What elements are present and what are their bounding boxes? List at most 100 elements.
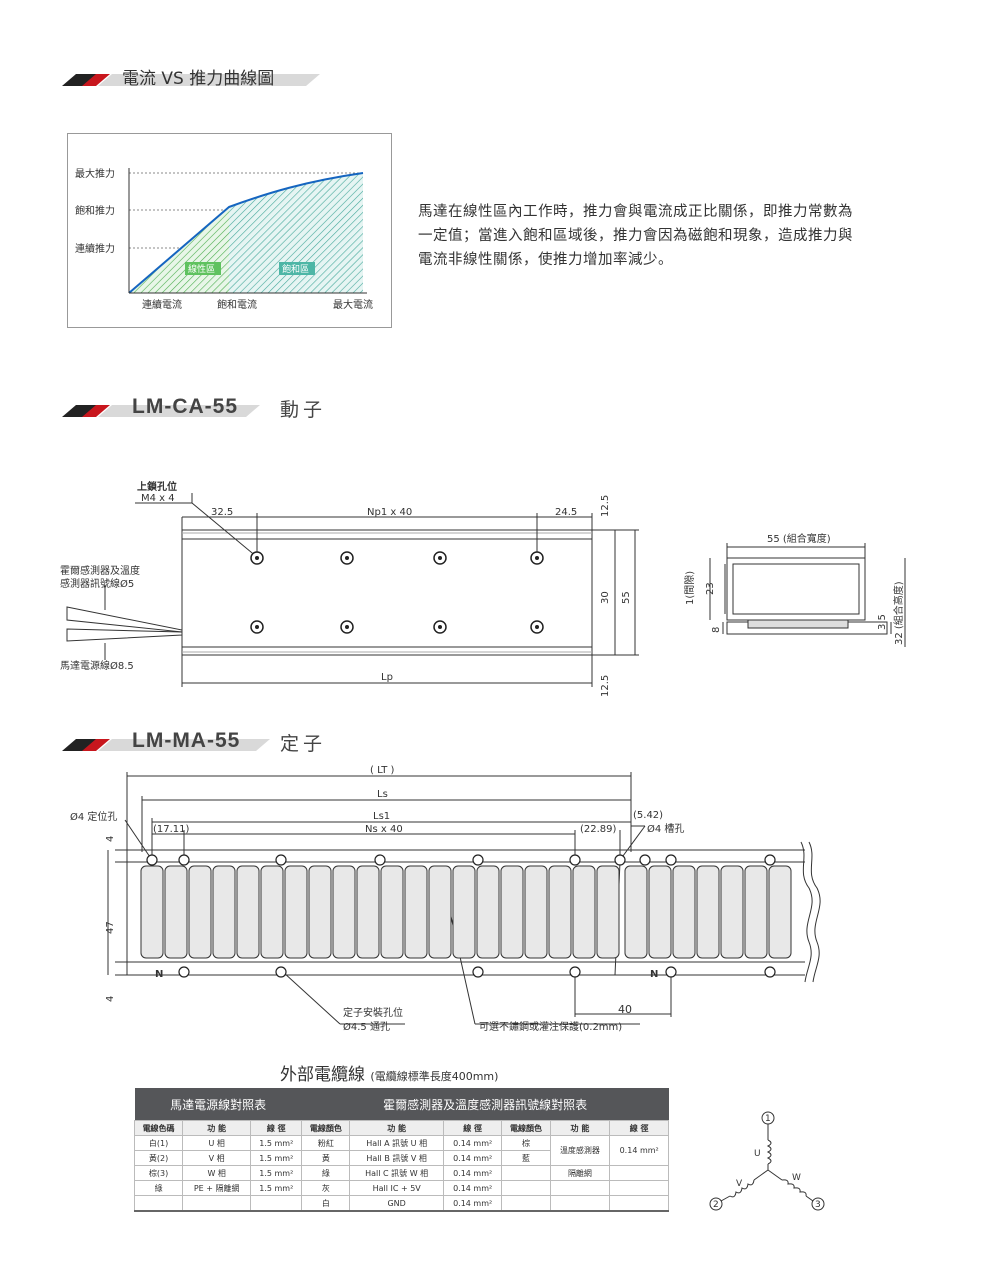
mounting-holes — [250, 551, 544, 634]
current-force-chart: 最大推力 飽和推力 連續推力 連續電流 飽和電流 最大電流 線性區 飽和區 — [67, 133, 392, 328]
description-line: 一定值；當進入飽和區域後，推力會因為磁飽和現象，造成推力與 — [418, 228, 853, 244]
mover-drawing: 上鎖孔位 M4 x 4 32.5 Np1 x 40 24.5 Lp 霍爾感測器及… — [60, 480, 906, 697]
dim-pitch: Np1 x 40 — [367, 507, 412, 518]
table-cell — [182, 1195, 252, 1212]
table-cell: 1.5 mm² — [250, 1180, 303, 1196]
coating-note: 可選不鏽鋼或灌注保護(0.2mm) — [479, 1020, 622, 1033]
mount-hole-label-2: Ø4.5 通孔 — [343, 1021, 390, 1033]
dim-total: 55 — [621, 591, 632, 604]
table-cell: 黃 — [301, 1150, 351, 1166]
side-gap: 1(間隙) — [683, 571, 696, 605]
dim-ls1: Ls1 — [373, 811, 390, 822]
col-header: 線 徑 — [609, 1120, 669, 1136]
table-cell — [609, 1180, 669, 1196]
hall-cable-label-1: 霍爾感測器及溫度 — [60, 564, 140, 577]
table-row: 白 GND 0.14 mm² — [133, 1195, 669, 1212]
table-cell: GND — [349, 1195, 444, 1212]
phase-u-label: U — [754, 1149, 761, 1159]
table-cell: 0.14 mm² — [609, 1135, 669, 1166]
dim-mid: 30 — [600, 591, 611, 604]
table-cell — [549, 1195, 611, 1212]
col-header: 線 徑 — [442, 1120, 503, 1136]
cable-title: 外部電纜線 — [280, 1065, 365, 1085]
table-cell: 白 — [301, 1195, 351, 1212]
table-cell: 溫度感測器 — [549, 1135, 611, 1166]
table-cell: 白(1) — [133, 1135, 184, 1151]
dim-lt: ( LT ) — [370, 765, 395, 776]
x-label-cont: 連續電流 — [142, 298, 182, 311]
table-cell: 1.5 mm² — [250, 1150, 303, 1166]
y-label-cont: 連續推力 — [75, 242, 115, 255]
stator-subtitle: 定子 — [280, 733, 327, 755]
table-cell: Hall IC + 5V — [349, 1180, 444, 1196]
table-cell: 綠 — [301, 1165, 351, 1181]
table-cell: 棕(3) — [133, 1165, 184, 1181]
slot-hole-label: Ø4 槽孔 — [647, 822, 684, 835]
table-cell — [250, 1195, 303, 1212]
stator-model: LM-MA-55 — [132, 729, 241, 752]
dim-4-bottom: 4 — [105, 996, 116, 1002]
table-cell: 灰 — [301, 1180, 351, 1196]
dim-5-42: (5.42) — [633, 810, 663, 821]
stator-magnets — [140, 865, 792, 959]
terminal-2: 2 — [713, 1200, 719, 1210]
table-cell: Hall A 訊號 U 相 — [349, 1135, 444, 1151]
table-cell: 粉紅 — [301, 1135, 351, 1151]
table-cell: 1.5 mm² — [250, 1135, 303, 1151]
table-cell — [609, 1165, 669, 1181]
section-header-decor — [62, 405, 260, 417]
table-cell: V 相 — [182, 1150, 252, 1166]
side-23: 23 — [705, 582, 716, 595]
dim-bottom: 12.5 — [600, 675, 611, 697]
dim-top: 12.5 — [600, 495, 611, 517]
dim-ls: Ls — [377, 789, 388, 800]
dim-17: (17.11) — [153, 824, 190, 835]
saturation-region — [229, 173, 363, 293]
dim-left: 32.5 — [211, 507, 233, 518]
wiring-diagram: 1 2 3 U V W — [709, 1111, 825, 1211]
side-8: 8 — [711, 627, 722, 633]
n-mark-right: N — [650, 969, 658, 980]
col-header: 電線顏色 — [501, 1120, 551, 1136]
mount-hole-label-1: 定子安裝孔位 — [343, 1006, 403, 1019]
table-cell: 棕 — [501, 1135, 551, 1151]
power-cable-label: 馬達電源線Ø8.5 — [60, 659, 134, 672]
hall-cable-label-2: 感測器訊號線Ø5 — [60, 577, 134, 590]
col-header: 電線顏色 — [301, 1120, 351, 1136]
table-cell: 藍 — [501, 1150, 551, 1166]
table-cell: PE + 隔離網 — [182, 1180, 252, 1196]
cable-note: (電纜線標準長度400mm) — [370, 1070, 499, 1083]
table-cell — [501, 1180, 551, 1196]
lock-hole-label: 上鎖孔位 — [137, 480, 177, 493]
description-paragraph: 馬達在線性區內工作時，推力會與電流成正比關係，即推力常數為 一定值；當進入飽和區… — [418, 200, 898, 272]
table-cell — [133, 1195, 184, 1212]
terminal-1: 1 — [765, 1114, 771, 1124]
dim-right: 24.5 — [555, 507, 577, 518]
table-row: 白(1) U 相 1.5 mm² 粉紅 Hall A 訊號 U 相 0.14 m… — [133, 1135, 669, 1166]
section-header-decor — [62, 74, 320, 86]
table-cell: 0.14 mm² — [442, 1165, 503, 1181]
linear-region-label: 線性區 — [188, 263, 215, 275]
col-header: 電線色碼 — [133, 1120, 184, 1136]
y-label-max: 最大推力 — [75, 167, 115, 180]
table-cell: 隔離網 — [549, 1165, 611, 1181]
section-header-decor — [62, 739, 270, 751]
cable-section-title: 外部電纜線 (電纜線標準長度400mm) — [280, 1060, 498, 1085]
table-cell: 黃(2) — [133, 1150, 184, 1166]
dim-length: Lp — [381, 672, 393, 683]
terminal-3: 3 — [815, 1200, 821, 1210]
stator-drawing: ( LT ) Ls Ls1 Ns x 40 (17.11) (22.89) (5… — [70, 765, 821, 1033]
n-mark-left: N — [155, 969, 163, 980]
side-3-5: 3.5 — [877, 614, 888, 630]
table-cell: 0.14 mm² — [442, 1135, 503, 1151]
table-cell: 0.14 mm² — [442, 1150, 503, 1166]
table-cell: Hall C 訊號 W 相 — [349, 1165, 444, 1181]
side-height: 32 (組合高度) — [892, 581, 905, 645]
dim-ns: Ns x 40 — [365, 824, 403, 835]
phase-v-label: V — [736, 1179, 743, 1189]
table-row: 黃(2) V 相 1.5 mm² 黃 Hall B 訊號 V 相 0.14 mm… — [133, 1150, 669, 1166]
table-cell: 0.14 mm² — [442, 1180, 503, 1196]
phase-w-label: W — [792, 1173, 801, 1183]
x-label-max: 最大電流 — [333, 298, 373, 311]
power-table-header: 馬達電源線對照表 — [134, 1088, 302, 1121]
